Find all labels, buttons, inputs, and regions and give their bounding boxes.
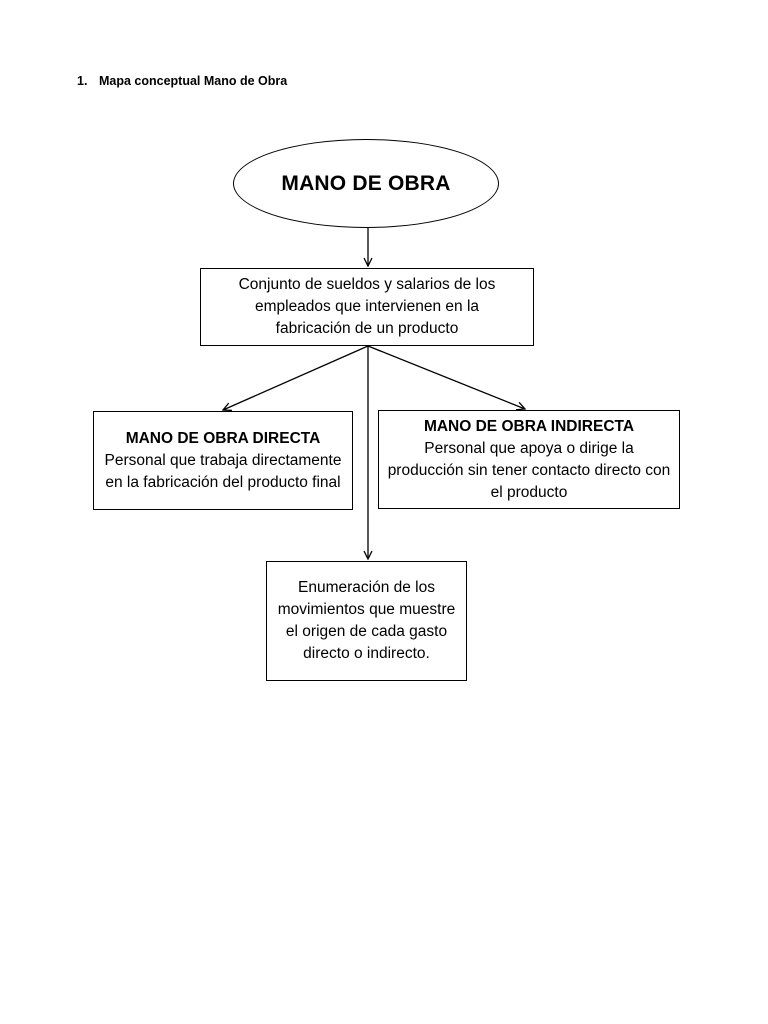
indirecta-title: MANO DE OBRA INDIRECTA [423, 417, 635, 435]
arrow-definition-to-indirecta [367, 345, 525, 409]
directa-box: MANO DE OBRA DIRECTA Personal que trabaj… [93, 411, 353, 510]
indirecta-text: Personal que apoya o dirige la producció… [387, 439, 671, 501]
arrow-definition-to-directa [223, 345, 369, 410]
heading-number: 1. [77, 74, 88, 88]
indirecta-box: MANO DE OBRA INDIRECTA Personal que apoy… [378, 410, 680, 509]
enumeracion-box: Enumeración de los movimientos que muest… [266, 561, 467, 681]
heading-text: Mapa conceptual Mano de Obra [99, 74, 288, 88]
directa-text: Personal que trabaja directamente en la … [104, 451, 342, 491]
definition-box: Conjunto de sueldos y salarios de los em… [200, 268, 534, 346]
directa-title: MANO DE OBRA DIRECTA [125, 429, 321, 447]
root-concept-title: MANO DE OBRA [281, 171, 451, 195]
document-heading: 1. Mapa conceptual Mano de Obra [77, 74, 287, 88]
enumeracion-text: Enumeración de los movimientos que muest… [277, 579, 456, 662]
definition-text: Conjunto de sueldos y salarios de los em… [238, 276, 496, 337]
root-concept-ellipse: MANO DE OBRA [233, 139, 499, 228]
